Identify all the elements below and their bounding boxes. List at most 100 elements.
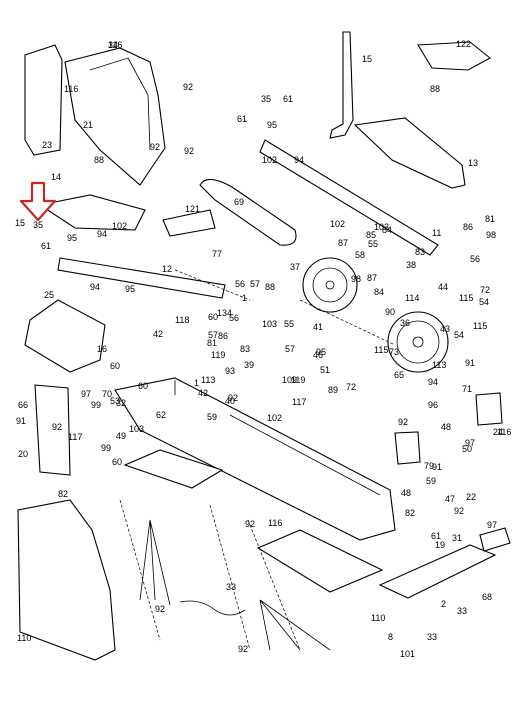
part-number-label: 92 [245,519,255,529]
part-number-label: 86 [218,331,228,341]
part-number-label: 41 [313,322,323,332]
part-number-label: 50 [462,444,472,454]
part-number-label: 20 [18,449,28,459]
part-number-label: 34 [108,40,118,50]
part-number-label: 121 [185,204,200,214]
part-number-label: 103 [262,319,277,329]
part-number-label: 73 [389,347,399,357]
card-icon [475,392,503,426]
part-number-label: 117 [292,397,306,407]
part-number-label: 62 [156,410,166,420]
part-number-label: 90 [385,307,395,317]
part-number-label: 93 [225,366,235,376]
part-number-label: 61 [283,94,293,104]
part-number-label: 95 [316,347,326,357]
part-number-label: 68 [482,592,492,602]
part-number-label: 94 [294,155,304,165]
part-number-label: 115 [473,321,487,331]
part-number-label: 35 [261,94,271,104]
part-number-label: 69 [234,197,244,207]
part-number-label: 13 [468,158,478,168]
part-number-label: 110 [371,613,385,623]
part-number-label: 16 [97,344,107,354]
side-shield-icon [24,299,106,373]
part-number-label: 113 [432,360,446,370]
part-number-label: 117 [68,432,82,442]
rear-shroud-icon [17,499,116,661]
part-number-label: 103 [374,222,389,232]
drive-belt-icon [199,178,297,246]
part-number-label: 12 [162,264,172,274]
power-cord-icon [179,600,246,616]
part-number-label: 95 [125,284,135,294]
part-number-label: 83 [240,344,250,354]
part-number-label: 39 [244,360,254,370]
part-number-label: 1 [242,293,247,303]
part-number-label: 33 [457,606,467,616]
part-number-label: 102 [262,155,277,165]
part-number-label: 92 [155,604,165,614]
part-number-label: 66 [18,400,28,410]
part-number-label: 58 [355,250,365,260]
part-number-label: 81 [485,214,495,224]
part-number-label: 61 [237,114,247,124]
seat-cushion-icon [417,41,491,71]
upper-rail-icon [259,139,439,256]
part-number-label: 60 [208,312,218,322]
part-number-label: 57 [285,344,295,354]
part-number-label: 84 [374,287,384,297]
part-number-label: 113 [201,375,215,385]
rear-stabilizer-icon [378,544,497,599]
floor-mat-icon [256,529,384,593]
part-number-label: 115 [374,345,388,355]
part-number-label: 99 [101,443,111,453]
part-number-label: 33 [226,582,236,592]
part-number-label: 79 [424,461,434,471]
part-number-label: 54 [454,330,464,340]
part-number-label: 94 [90,282,100,292]
main-frame-icon [114,377,396,541]
part-number-label: 24 [493,427,503,437]
part-number-label: 8 [388,632,393,642]
part-number-label: 42 [153,329,163,339]
part-number-label: 97 [487,520,497,530]
part-number-label: 89 [328,385,338,395]
part-number-label: 98 [351,274,361,284]
part-number-label: 99 [91,400,101,410]
part-number-label: 37 [290,262,300,272]
part-number-label: 96 [428,400,438,410]
pad-icon [162,209,216,237]
handlebar-icon [329,31,354,139]
part-number-label: 116 [497,427,511,437]
part-number-label: 119 [211,350,225,360]
part-number-label: 116 [268,518,282,528]
part-number-label: 72 [346,382,356,392]
part-number-label: 92 [52,422,62,432]
plate-icon [34,384,71,476]
foot-pedal-icon [38,194,146,231]
part-number-label: 38 [406,260,416,270]
part-number-label: 56 [470,254,480,264]
part-number-label: 94 [428,377,438,387]
part-number-label: 2 [441,599,446,609]
part-number-label: 32 [116,398,126,408]
part-number-label: 91 [465,358,475,368]
part-number-label: 51 [320,365,330,375]
part-number-label: 102 [112,221,127,231]
part-number-label: 77 [212,249,222,259]
part-number-label: 91 [432,462,442,472]
part-number-label: 23 [42,140,52,150]
part-number-label: 72 [480,285,490,295]
part-number-label: 21 [83,120,93,130]
part-number-label: 60 [138,381,148,391]
part-number-label: 25 [44,290,54,300]
part-number-label: 92 [238,644,248,654]
part-number-label: 54 [479,297,489,307]
part-number-label: 101 [400,649,415,659]
part-number-label: 61 [431,531,441,541]
part-number-label: 92 [454,506,464,516]
part-number-label: 61 [41,241,51,251]
part-number-label: 81 [207,338,217,348]
part-number-label: 22 [466,492,476,502]
part-number-label: 36 [400,318,410,328]
